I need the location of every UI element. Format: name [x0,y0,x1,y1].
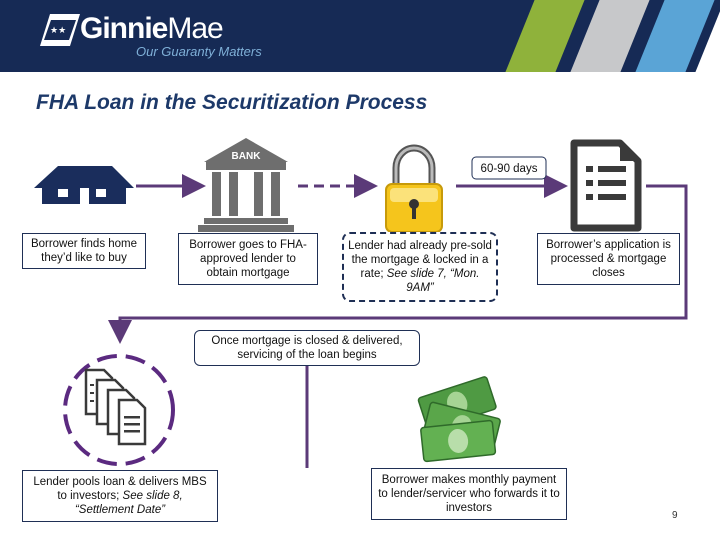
step-pool-text: Lender pools loan & delivers MBS to inve… [27,475,213,517]
step-pool-main: Lender pools loan & delivers MBS to inve… [33,476,207,502]
logo-word-ginnie: Ginnie [80,12,168,45]
logo-word-mae: Mae [167,12,223,45]
money-icon [417,376,501,463]
step-mortgage-closes-text: Borrower’s application is processed & mo… [546,239,671,279]
see-slide-8-link[interactable]: See slide 8, “Settlement Date” [74,490,183,516]
bank-sign-text: BANK [232,151,262,162]
step-find-home-text: Borrower finds home they’d like to buy [30,238,138,264]
step-payment-box: Borrower makes monthly payment to lender… [371,468,567,520]
step-pool-box: Lender pools loan & delivers MBS to inve… [22,470,218,522]
step-payment-text: Borrower makes monthly payment to lender… [378,474,560,514]
bank-icon: BANK [198,138,294,232]
page-number: 9 [672,510,678,521]
header-banner: ★★ GinnieMae Our Guaranty Matters [0,0,720,72]
ginnie-mae-logo[interactable]: ★★ GinnieMae Our Guaranty Matters [36,10,262,59]
step-mortgage-closes-box: Borrower’s application is processed & mo… [537,233,680,285]
step-lender-box: Borrower goes to FHA-approved lender to … [178,233,318,285]
servicing-box: Once mortgage is closed & delivered, ser… [194,330,420,366]
step-presold-main: Lender had already pre-sold the mortgage… [348,240,492,280]
step-presold-text: Lender had already pre-sold the mortgage… [348,239,492,295]
logo-wordmark: GinnieMae [80,12,224,46]
step-lender-text: Borrower goes to FHA-approved lender to … [189,239,307,279]
house-icon [34,166,134,204]
duration-label: 60-90 days [481,163,538,175]
logo-flag-icon: ★★ [40,14,80,46]
document-stack-icon [84,368,147,446]
svg-text:★★: ★★ [50,26,66,36]
servicing-text: Once mortgage is closed & delivered, ser… [211,335,403,361]
pool-dashed-circle [63,354,175,466]
page-title: FHA Loan in the Securitization Process [36,91,428,114]
arrow-document-to-pool [108,184,688,344]
see-slide-7-link[interactable]: See slide 7, “Mon. 9AM” [386,268,480,294]
logo-tagline: Our Guaranty Matters [136,44,262,59]
padlock-icon [385,144,443,233]
step-find-home-box: Borrower finds home they’d like to buy [22,233,146,269]
step-presold-box: Lender had already pre-sold the mortgage… [342,232,498,302]
duration-label-box [471,156,547,180]
document-icon [570,139,642,232]
